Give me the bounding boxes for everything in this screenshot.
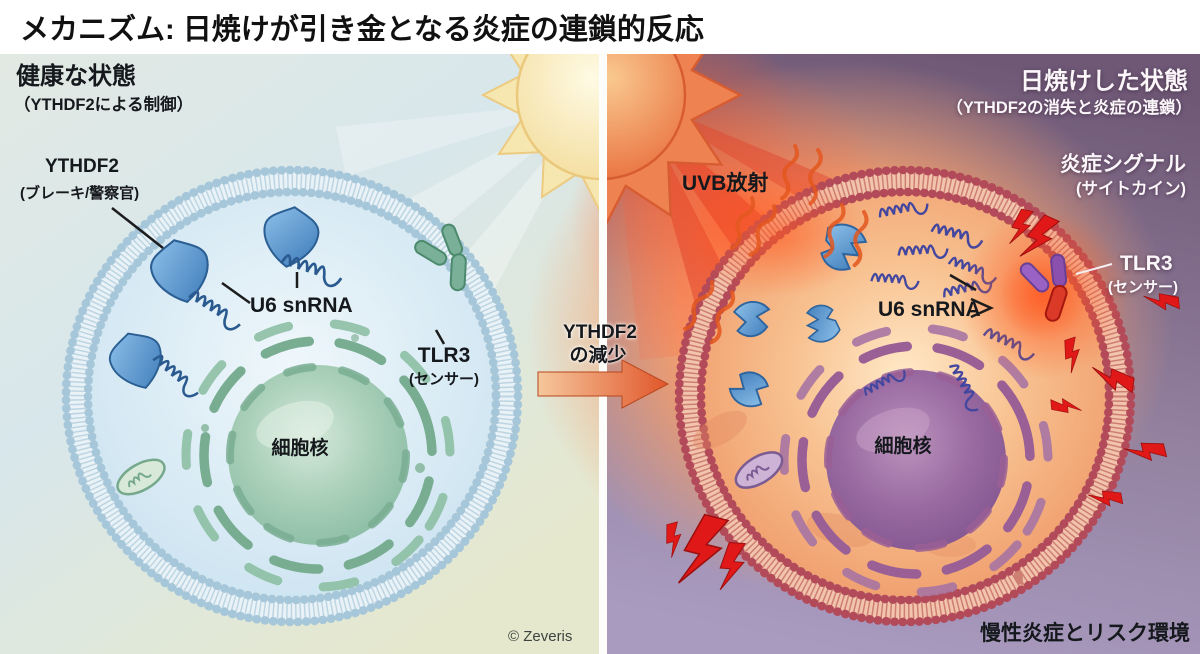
- tlr3-label-left: TLR3: [418, 344, 471, 367]
- transition-arrow-icon: [537, 359, 670, 409]
- center-arrow-label-line1: YTHDF2: [563, 322, 637, 343]
- right-subheading: （YTHDF2の消失と炎症の連鎖）: [946, 97, 1192, 117]
- credit-label: © Zeveris: [508, 628, 572, 645]
- mitochondria-icon-right: [734, 451, 784, 489]
- cytokine-sublabel: (サイトカイン): [1076, 179, 1186, 198]
- left-subheading: （YTHDF2による制御）: [14, 94, 193, 114]
- tlr3-receptor-icon-left: [414, 223, 467, 292]
- right-heading: 日焼けした状態: [1020, 67, 1188, 95]
- uvb-label: UVB放射: [682, 171, 768, 195]
- ythdf2-label: YTHDF2: [45, 156, 119, 177]
- u6-snrna-label-right: U6 snRNA: [878, 298, 981, 321]
- main-title: メカニズム: 日焼けが引き金となる炎症の連鎖的反応: [20, 12, 704, 46]
- tlr3-receptor-icon-right: [958, 210, 1128, 380]
- ythdf2-sublabel: (ブレーキ/警察官): [20, 184, 139, 202]
- right-cell: [674, 165, 1136, 627]
- left-heading: 健康な状態: [16, 62, 136, 90]
- title-band: [0, 0, 1200, 54]
- nucleus-right: [779, 323, 1053, 597]
- cytokine-label: 炎症シグナル: [1060, 152, 1186, 176]
- nucleus-label-left: 細胞核: [271, 436, 328, 459]
- tlr3-label-right: TLR3: [1120, 252, 1173, 275]
- center-labels: YTHDF2 の減少: [563, 322, 637, 366]
- tlr3-sublabel-left: (センサー): [409, 371, 479, 388]
- mitochondria-icon-left: [116, 458, 166, 496]
- pointer-lines: [111, 207, 995, 345]
- nucleus-left: [181, 318, 455, 592]
- tlr3-pointer-line-right: [1075, 263, 1113, 275]
- center-arrow-label-line2: の減少: [569, 343, 626, 366]
- u6-snrna-label-left: U6 snRNA: [250, 294, 353, 317]
- right-labels: 日焼けした状態 （YTHDF2の消失と炎症の連鎖） UVB放射 炎症シグナル (…: [682, 67, 1192, 645]
- left-labels: 健康な状態 （YTHDF2による制御） YTHDF2 (ブレーキ/警察官) U6…: [14, 62, 572, 645]
- left-cell: [61, 165, 523, 627]
- panel-divider: [599, 54, 607, 654]
- footer-label: 慢性炎症とリスク環境: [980, 621, 1190, 645]
- nucleus-label-right: 細胞核: [874, 434, 931, 457]
- tlr3-sublabel-right: (センサー): [1108, 279, 1178, 296]
